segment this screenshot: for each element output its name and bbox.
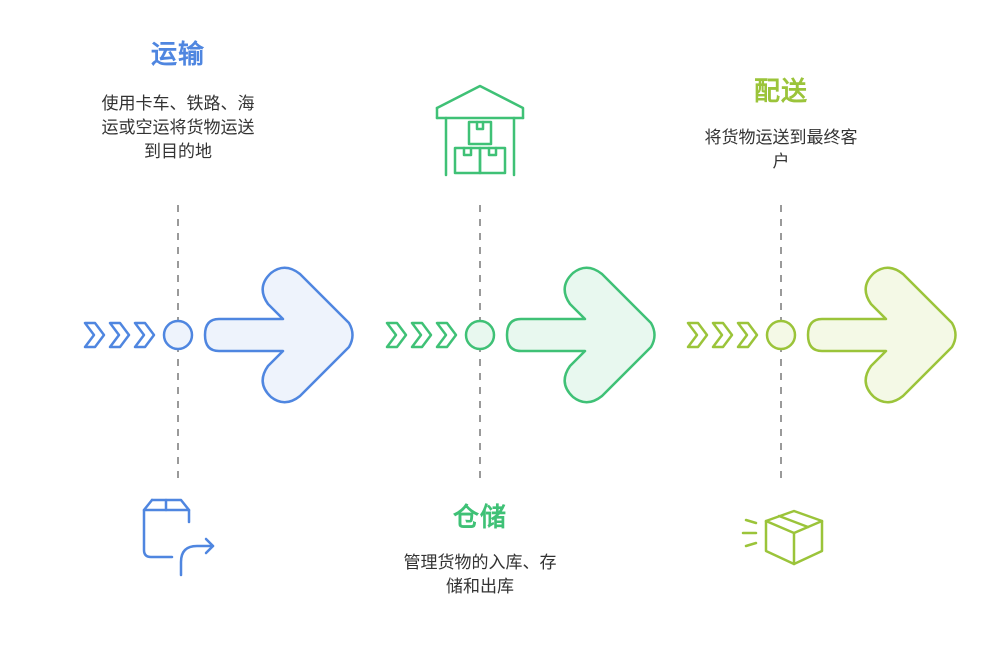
transport-arrow bbox=[203, 266, 354, 404]
warehouse-boxes-icon bbox=[435, 84, 525, 177]
box-arrow-icon bbox=[142, 498, 215, 577]
warehouse-chevrons-icon bbox=[385, 321, 458, 349]
delivery-chevrons-icon bbox=[686, 321, 759, 349]
delivery-arrow bbox=[806, 266, 957, 404]
warehouse-arrow bbox=[505, 266, 656, 404]
warehouse-description: 管理货物的入库、存 储和出库 bbox=[403, 553, 557, 597]
transport-description: 使用卡车、铁路、海 运或空运将货物运送 到目的地 bbox=[101, 94, 255, 162]
delivery-node bbox=[765, 319, 797, 351]
transport-chevrons-icon bbox=[83, 321, 156, 349]
warehouse-node bbox=[464, 319, 496, 351]
delivery-description: 将货物运送到最终客 户 bbox=[704, 128, 858, 172]
step-delivery bbox=[686, 205, 957, 566]
delivery-title: 配送 bbox=[753, 77, 808, 107]
transport-node bbox=[162, 319, 194, 351]
step-warehouse bbox=[385, 84, 656, 478]
moving-package-icon bbox=[741, 509, 824, 566]
transport-title: 运输 bbox=[150, 40, 205, 70]
warehouse-title: 仓储 bbox=[452, 503, 507, 533]
step-transport bbox=[83, 205, 354, 577]
